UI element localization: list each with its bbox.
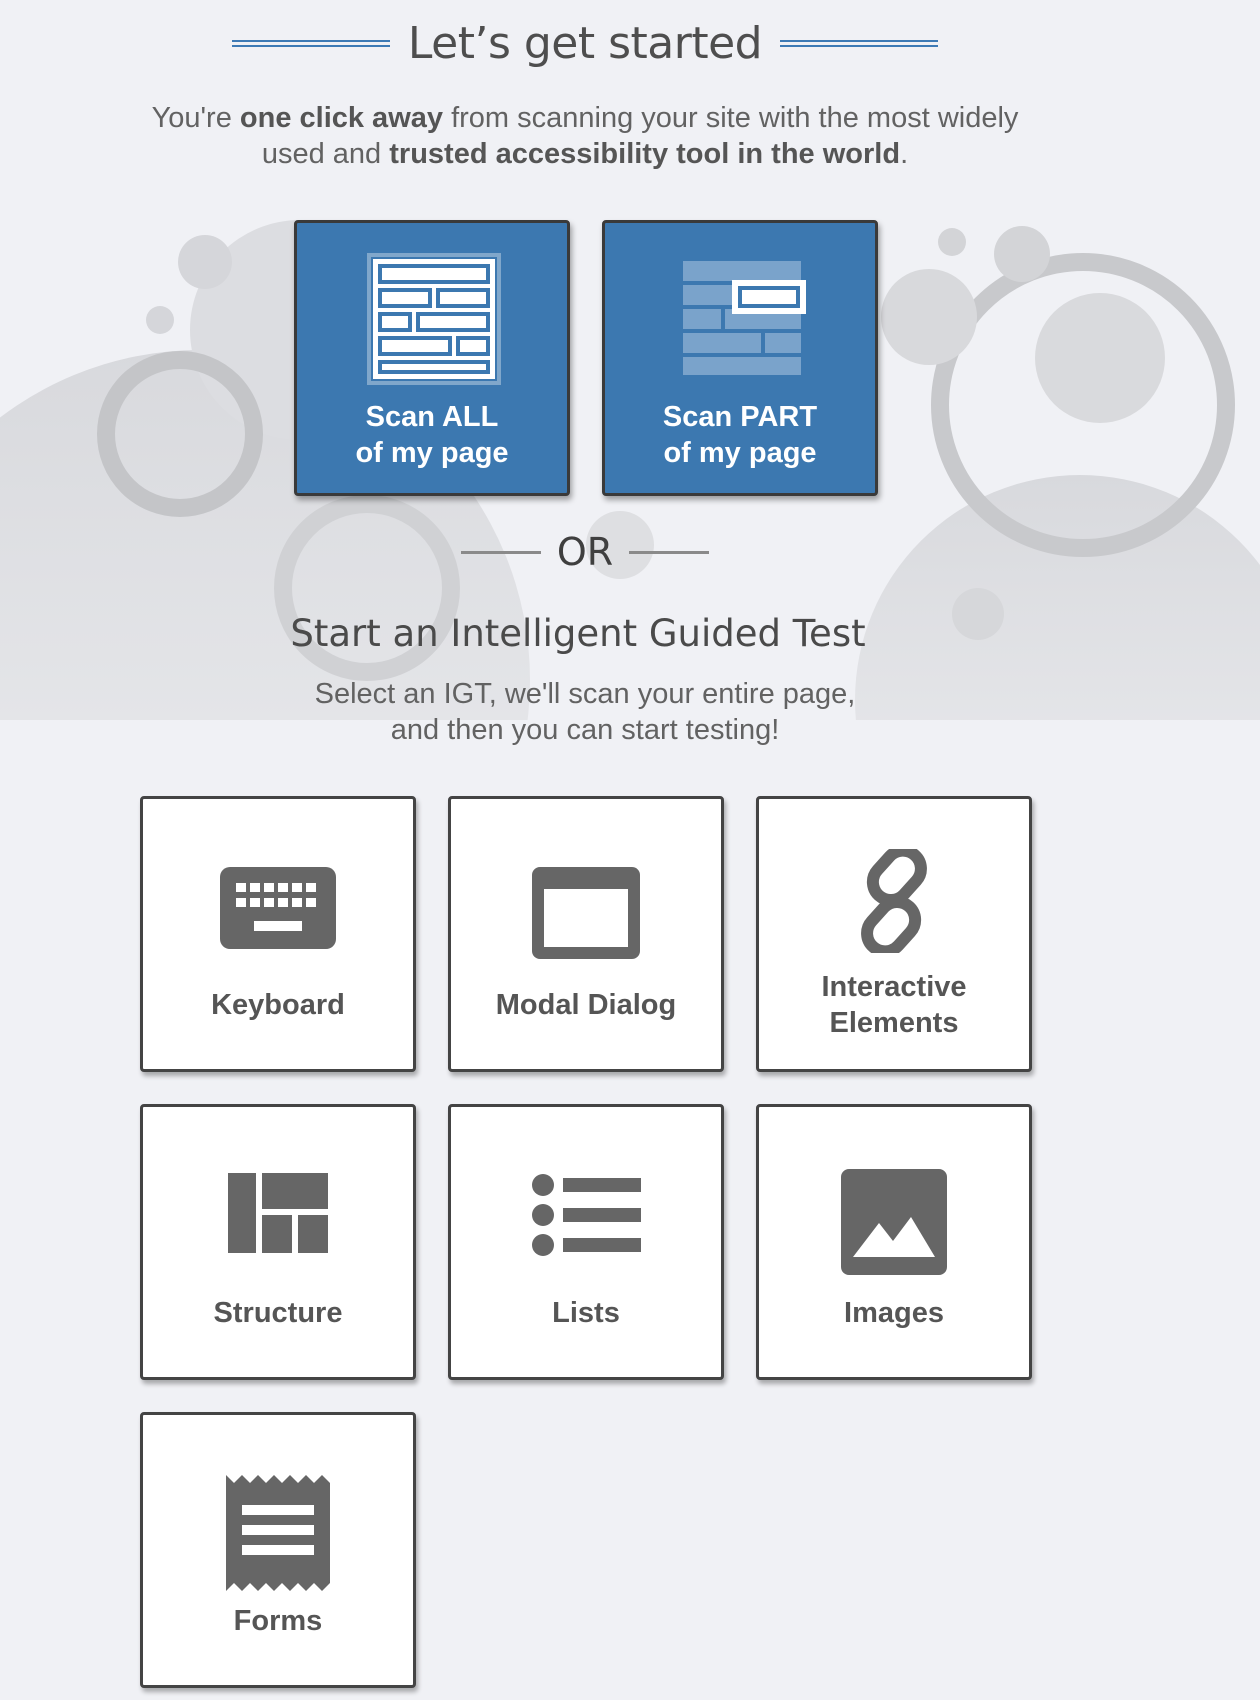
or-text: OR [556, 530, 614, 574]
igt-tile-label: Forms [233, 1605, 323, 1637]
partial-page-icon [683, 261, 806, 375]
igt-tile-label: Lists [552, 1297, 620, 1329]
scan-part-label: Scan PART of my page [605, 399, 875, 471]
scan-all-button[interactable]: Scan ALL of my page [294, 220, 570, 496]
page-title: Let’s get started [407, 18, 763, 69]
intro-text-part: You're [151, 102, 240, 134]
intro-text-part: used and [261, 138, 390, 170]
igt-subtitle-line: Select an IGT, we'll scan your entire pa… [314, 678, 856, 710]
window-icon [532, 867, 640, 959]
scan-part-label-line: of my page [663, 437, 817, 469]
igt-subtitle-line: and then you can start testing! [390, 714, 780, 746]
igt-tile-label-line: Interactive [821, 971, 967, 1003]
scan-part-label-line: Scan PART [662, 401, 818, 433]
intro-text-part: from scanning your site with the most wi… [443, 102, 1019, 134]
scan-all-label-line: Scan ALL [365, 401, 499, 433]
scan-part-button[interactable]: Scan PART of my page [602, 220, 878, 496]
link-icon [861, 849, 927, 953]
or-divider-line [460, 550, 541, 554]
layout-icon [228, 1173, 328, 1253]
full-page-icon [367, 253, 501, 385]
igt-tile-label: Structure [213, 1297, 343, 1329]
intro-text-bold: one click away [239, 102, 444, 134]
intro-text-bold: trusted accessibility tool in the world [389, 138, 901, 170]
igt-tile-images[interactable]: Images [756, 1104, 1032, 1380]
header-rule-right [780, 40, 939, 47]
igt-tile-lists[interactable]: Lists [448, 1104, 724, 1380]
igt-subtitle: Select an IGT, we'll scan your entire pa… [0, 676, 1170, 748]
header: Let’s get started [0, 18, 1170, 69]
igt-tile-label: Keyboard [211, 989, 345, 1021]
intro-text: You're one click away from scanning your… [0, 100, 1170, 172]
intro-text-part: . [900, 138, 909, 170]
igt-tile-label: Interactive Elements [759, 969, 1029, 1041]
igt-tile-label: Modal Dialog [495, 989, 677, 1021]
igt-tile-modal-dialog[interactable]: Modal Dialog [448, 796, 724, 1072]
header-rule-left [231, 40, 390, 47]
scan-all-label-line: of my page [355, 437, 509, 469]
igt-title: Start an Intelligent Guided Test [290, 612, 866, 655]
scan-all-label: Scan ALL of my page [297, 399, 567, 471]
form-icon [226, 1475, 330, 1591]
igt-tile-structure[interactable]: Structure [140, 1104, 416, 1380]
igt-tile-forms[interactable]: Forms [140, 1412, 416, 1688]
or-divider-line [629, 550, 710, 554]
igt-tile-label-line: Elements [829, 1007, 959, 1039]
igt-tile-label: Images [844, 1297, 944, 1329]
igt-tile-keyboard[interactable]: Keyboard [140, 796, 416, 1072]
list-icon [532, 1174, 641, 1256]
or-divider: OR [0, 530, 1170, 574]
keyboard-icon [220, 867, 336, 949]
igt-tile-interactive-elements[interactable]: Interactive Elements [756, 796, 1032, 1072]
image-icon [841, 1169, 947, 1275]
